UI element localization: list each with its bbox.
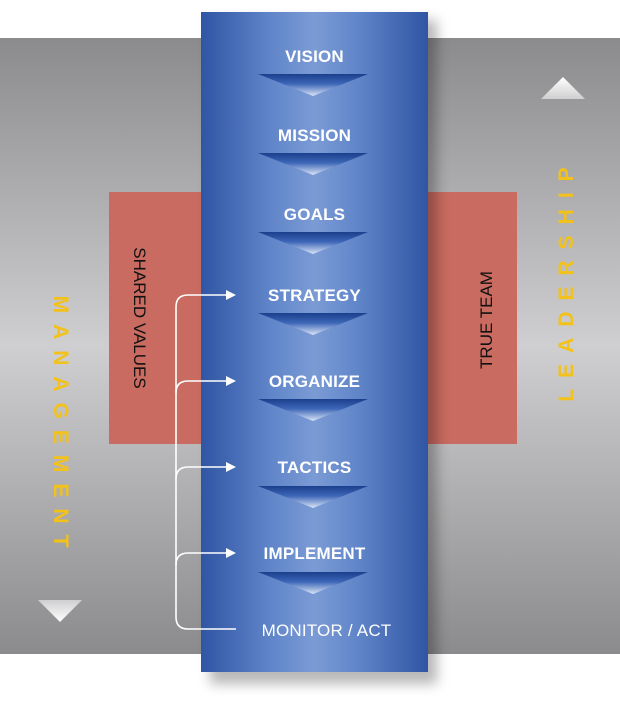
process-column (201, 12, 428, 672)
step-vision: VISION (285, 47, 344, 66)
true-team-label: TRUE TEAM (477, 271, 496, 369)
step-implement: IMPLEMENT (263, 544, 366, 563)
step-monitor-act: MONITOR / ACT (261, 621, 392, 640)
step-tactics: TACTICS (277, 458, 352, 477)
step-mission: MISSION (277, 126, 352, 145)
leadership-label: LEADERSHIP (555, 156, 578, 402)
true-team-panel (420, 192, 517, 444)
step-organize: ORGANIZE (268, 372, 361, 391)
shared-values-label: SHARED VALUES (130, 247, 149, 389)
step-strategy: STRATEGY (268, 286, 361, 305)
step-goals: GOALS (283, 205, 346, 224)
shared-values-panel (109, 192, 209, 444)
management-label: MANAGEMENT (49, 295, 72, 559)
